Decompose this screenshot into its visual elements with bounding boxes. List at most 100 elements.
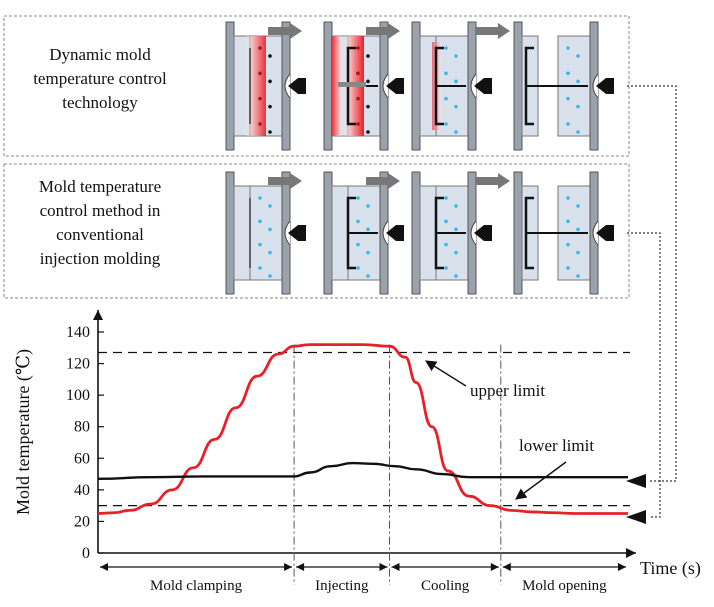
upper-limit-annotation: upper limit xyxy=(470,381,545,400)
y-tick-label: 60 xyxy=(74,450,90,467)
sprue-bushing xyxy=(592,220,599,246)
coolant-channel xyxy=(366,79,370,84)
mold-stage-dynamic-3 xyxy=(411,21,492,151)
injection-nozzle xyxy=(474,225,492,241)
coolant-channel xyxy=(576,250,580,255)
coolant-channel xyxy=(268,104,272,109)
coolant-channel xyxy=(444,219,448,224)
left-mold-half xyxy=(233,185,251,281)
coolant-channel xyxy=(356,219,360,224)
dynamic-temperature-curve xyxy=(97,343,628,515)
connector-arrowheads xyxy=(626,474,646,524)
coolant-channel xyxy=(576,104,580,109)
injection-nozzle xyxy=(596,225,614,241)
conventional-connector-arrowhead xyxy=(626,510,646,524)
y-tick-label: 100 xyxy=(66,387,90,404)
upper-limit-pointer xyxy=(425,360,467,387)
coolant-channel xyxy=(356,96,360,101)
phase-arrow-left xyxy=(296,563,305,571)
coolant-channel xyxy=(576,204,580,208)
conventional-process-panel: Mold temperature control method in conve… xyxy=(3,163,630,299)
coolant-channel xyxy=(356,196,360,200)
sprue-bushing xyxy=(382,73,389,99)
mold-stage-conventional-1 xyxy=(225,171,306,295)
process-arrow-dynamic-3 xyxy=(476,23,510,39)
y-tick-label: 20 xyxy=(74,513,90,530)
injection-nozzle xyxy=(596,78,614,94)
coolant-channel xyxy=(566,266,570,270)
y-tick-label: 80 xyxy=(74,419,90,436)
coolant-channel xyxy=(258,242,262,247)
coolant-channel xyxy=(366,104,370,109)
coolant-channel xyxy=(454,54,458,58)
left-platen xyxy=(323,171,333,295)
lower-limit-annotation: lower limit xyxy=(519,436,594,455)
coolant-channel xyxy=(366,250,370,255)
coolant-channel xyxy=(566,219,570,224)
coolant-channel xyxy=(566,196,570,200)
coolant-channel xyxy=(444,46,448,50)
left-platen xyxy=(323,21,333,151)
phase-arrow-right xyxy=(379,563,388,571)
injection-nozzle xyxy=(474,78,492,94)
coolant-channel xyxy=(454,274,458,278)
left-mold-half xyxy=(419,185,437,281)
coolant-channel xyxy=(258,196,262,200)
conventional-label-line-1: Mold temperature xyxy=(39,177,161,196)
phase-label-3: Cooling xyxy=(421,578,470,594)
left-platen xyxy=(513,171,523,295)
conventional-label-line-3: conventional xyxy=(56,225,144,244)
mold-stage-dynamic-1 xyxy=(225,21,306,151)
mold-stage-dynamic-4 xyxy=(513,21,614,151)
coolant-channel xyxy=(444,96,448,101)
coolant-channel xyxy=(268,250,272,255)
coolant-channel xyxy=(366,227,370,232)
dynamic-label-line-3: technology xyxy=(62,93,138,112)
y-tick-label: 120 xyxy=(66,356,90,373)
x-axis-label: Time (s) xyxy=(640,558,701,579)
coolant-channel xyxy=(366,204,370,208)
coolant-channel xyxy=(366,54,370,58)
sprue-bushing xyxy=(284,73,291,99)
coolant-channel xyxy=(356,266,360,270)
sprue-bushing xyxy=(592,73,599,99)
sprue-bushing xyxy=(470,73,477,99)
coolant-channel xyxy=(356,242,360,247)
coolant-channel xyxy=(454,227,458,232)
process-arrow-conventional-3 xyxy=(476,173,510,189)
coolant-channel xyxy=(268,227,272,232)
coolant-channel xyxy=(576,54,580,58)
process-arrow-conventional-1 xyxy=(268,173,302,189)
process-arrow-conventional-2 xyxy=(366,173,400,189)
phase-arrow-left xyxy=(502,563,511,571)
coolant-channel xyxy=(576,130,580,134)
y-tick-label: 0 xyxy=(82,545,90,562)
coolant-channel xyxy=(258,266,262,270)
coolant-channel xyxy=(576,79,580,84)
coolant-channel xyxy=(258,46,262,50)
y-axis-label: Mold temperature (℃) xyxy=(13,349,34,515)
coolant-channel xyxy=(444,196,448,200)
injection-nozzle xyxy=(386,78,404,94)
coolant-channel xyxy=(258,122,262,126)
coolant-channel xyxy=(454,79,458,84)
mold-stage-conventional-4 xyxy=(513,171,614,295)
heated-zone xyxy=(244,36,266,136)
coolant-channel xyxy=(454,204,458,208)
phase-arrow-right xyxy=(284,563,293,571)
coolant-channel xyxy=(444,71,448,76)
injection-nozzle xyxy=(288,78,306,94)
coolant-channel xyxy=(356,122,360,126)
heated-zone-left xyxy=(331,36,343,136)
coolant-channel xyxy=(454,104,458,109)
x-axis-arrowhead xyxy=(626,548,636,558)
coolant-channel xyxy=(268,54,272,58)
phase-arrow-left xyxy=(100,563,108,571)
mold-stage-conventional-3 xyxy=(411,171,492,295)
injection-flow-arrow xyxy=(338,82,366,87)
coolant-channel xyxy=(576,227,580,232)
coolant-channel xyxy=(566,71,570,76)
y-tick-label: 140 xyxy=(66,324,90,341)
mold-stage-conventional-2 xyxy=(323,171,404,295)
